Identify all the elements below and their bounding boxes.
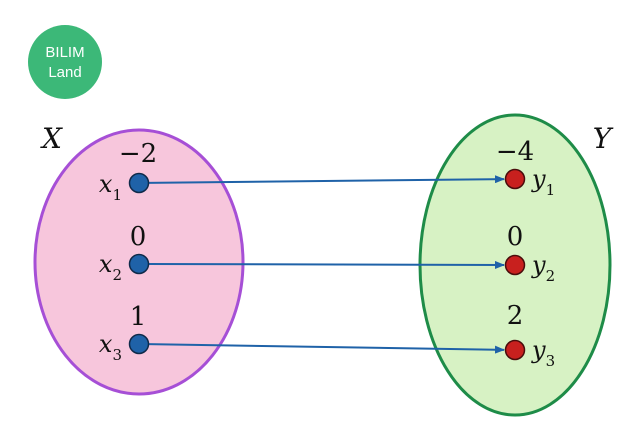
mapping-arrows xyxy=(147,175,506,354)
bilimland-logo: BILIM Land xyxy=(28,25,102,99)
x-element-3: 1 x3 xyxy=(99,302,150,364)
mapping-arrow-1 xyxy=(147,175,506,184)
y3-subscript: 3 xyxy=(546,352,556,370)
set-x-elements: −2 x1 0 x2 1 x3 xyxy=(99,139,157,364)
x3-name: x3 xyxy=(99,330,122,364)
x2-subscript: 2 xyxy=(112,266,122,284)
y1-name: y1 xyxy=(531,165,555,199)
x1-name: x1 xyxy=(99,170,122,204)
y2-subscript: 2 xyxy=(546,267,556,285)
y1-letter: y xyxy=(531,165,546,193)
logo-circle xyxy=(28,25,102,99)
x1-value: −2 xyxy=(119,139,157,169)
x2-value: 0 xyxy=(130,222,147,252)
x1-letter: x xyxy=(99,170,113,198)
y3-name: y3 xyxy=(531,336,555,370)
y2-name: y2 xyxy=(531,251,555,285)
x3-dot xyxy=(128,333,150,355)
x2-name: x2 xyxy=(99,250,122,284)
y-element-3: 2 y3 xyxy=(504,301,555,370)
y3-dot xyxy=(504,339,526,361)
y2-letter: y xyxy=(531,251,546,279)
logo-text-line2: Land xyxy=(48,64,81,81)
set-y-elements: −4 y1 0 y2 2 y3 xyxy=(496,137,555,370)
y-element-2: 0 y2 xyxy=(504,222,555,285)
x2-dot xyxy=(128,253,150,275)
x3-subscript: 3 xyxy=(112,346,122,364)
x-element-1: −2 x1 xyxy=(99,139,157,204)
x2-letter: x xyxy=(99,250,113,278)
mapping-arrow-2 xyxy=(147,260,506,269)
x-element-2: 0 x2 xyxy=(99,222,150,284)
y2-value: 0 xyxy=(507,222,524,252)
x1-subscript: 1 xyxy=(112,186,122,204)
y3-letter: y xyxy=(531,336,546,364)
y2-dot xyxy=(504,254,526,276)
x3-value: 1 xyxy=(130,302,147,332)
set-x-label: X xyxy=(40,122,63,155)
mapping-arrow-3 xyxy=(147,343,506,354)
y3-value: 2 xyxy=(507,301,524,331)
x1-dot xyxy=(128,172,150,194)
y1-dot xyxy=(504,168,526,190)
set-y-label: Y xyxy=(593,122,614,155)
y1-value: −4 xyxy=(496,137,534,167)
y-element-1: −4 y1 xyxy=(496,137,555,199)
x3-letter: x xyxy=(99,330,113,358)
logo-text-line1: BILIM xyxy=(45,44,84,61)
y1-subscript: 1 xyxy=(546,181,556,199)
